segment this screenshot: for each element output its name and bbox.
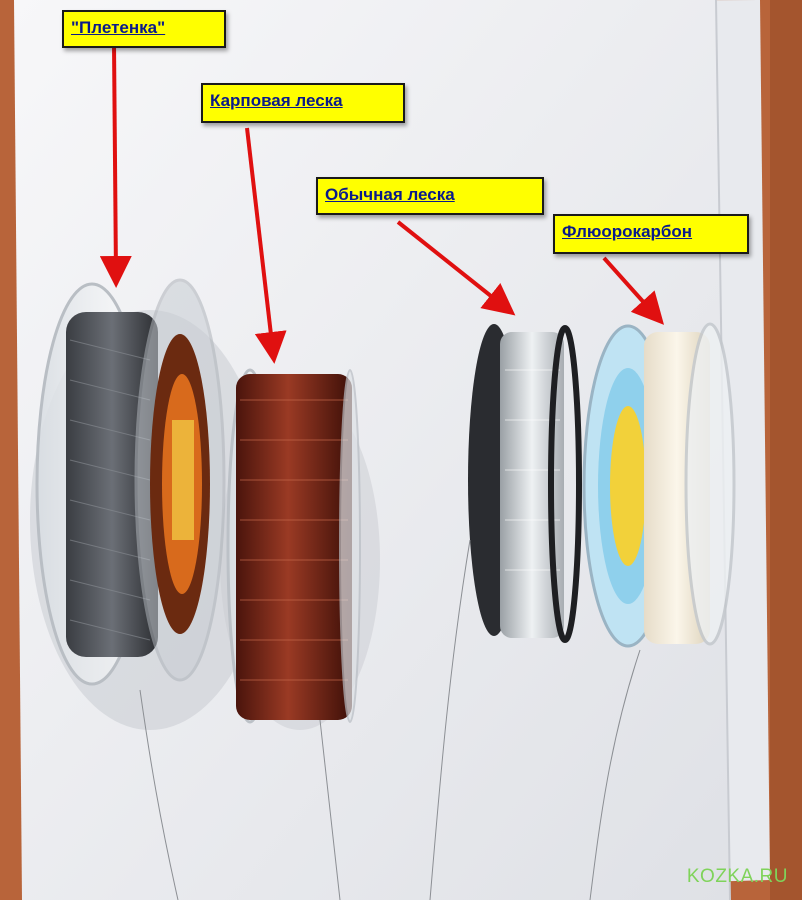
monofilament-spool — [468, 324, 582, 643]
braid-spool — [35, 278, 226, 686]
label-fluorocarbon: Флюорокарбон — [553, 214, 749, 254]
arrow-carp — [245, 127, 287, 364]
label-monofilament: Обычная леска — [316, 177, 544, 215]
arrow-braid — [99, 43, 132, 288]
arrow-fluoro — [602, 256, 665, 325]
fluorocarbon-spool — [582, 322, 736, 648]
label-braid: "Плетенка" — [62, 10, 226, 48]
label-carp-line: Карповая леска — [201, 83, 405, 123]
loose-line-ends — [139, 539, 641, 900]
carp-line-spool — [226, 368, 361, 724]
arrow-mono — [396, 220, 516, 316]
watermark: KOZKA.RU — [686, 866, 788, 887]
pointer-arrows — [99, 43, 665, 364]
